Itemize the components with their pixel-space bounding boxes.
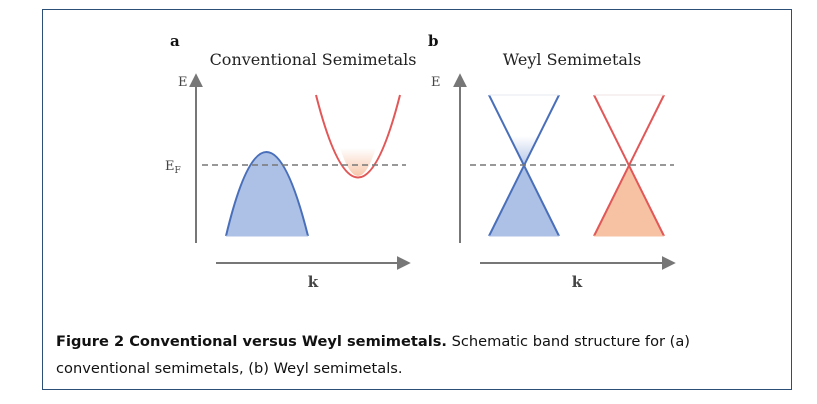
panel-a-fermi-label: EF — [165, 159, 181, 176]
panel-a-valence-band — [225, 151, 309, 237]
panel-a-conduction-fill — [340, 148, 376, 176]
caption-body: Schematic band structure for (a) convent… — [56, 333, 690, 377]
figure-frame — [42, 9, 792, 390]
panel-b-energy-label: E — [431, 75, 441, 90]
panel-b-momentum-label: k — [572, 273, 583, 291]
panel-a: a Conventional Semimetals E k EF — [165, 32, 416, 291]
blue-weyl-cone-upper-fill — [510, 136, 538, 165]
red-weyl-cone-lower-fill — [594, 165, 664, 236]
caption-lead: Figure 2 Conventional versus Weyl semime… — [56, 333, 447, 350]
panel-a-title: Conventional Semimetals — [210, 50, 417, 69]
panel-a-conduction-band — [315, 94, 401, 179]
panel-a-letter: a — [170, 32, 180, 50]
panel-b-letter: b — [428, 32, 439, 50]
blue-weyl-cone-lower-fill — [489, 165, 559, 236]
panel-b: b Weyl Semimetals E k — [428, 32, 676, 291]
figure-caption: Figure 2 Conventional versus Weyl semime… — [56, 328, 776, 382]
panel-b-title: Weyl Semimetals — [503, 50, 642, 69]
panel-a-energy-label: E — [178, 75, 188, 90]
red-weyl-cone-edge — [593, 94, 665, 237]
panel-a-momentum-label: k — [308, 273, 319, 291]
